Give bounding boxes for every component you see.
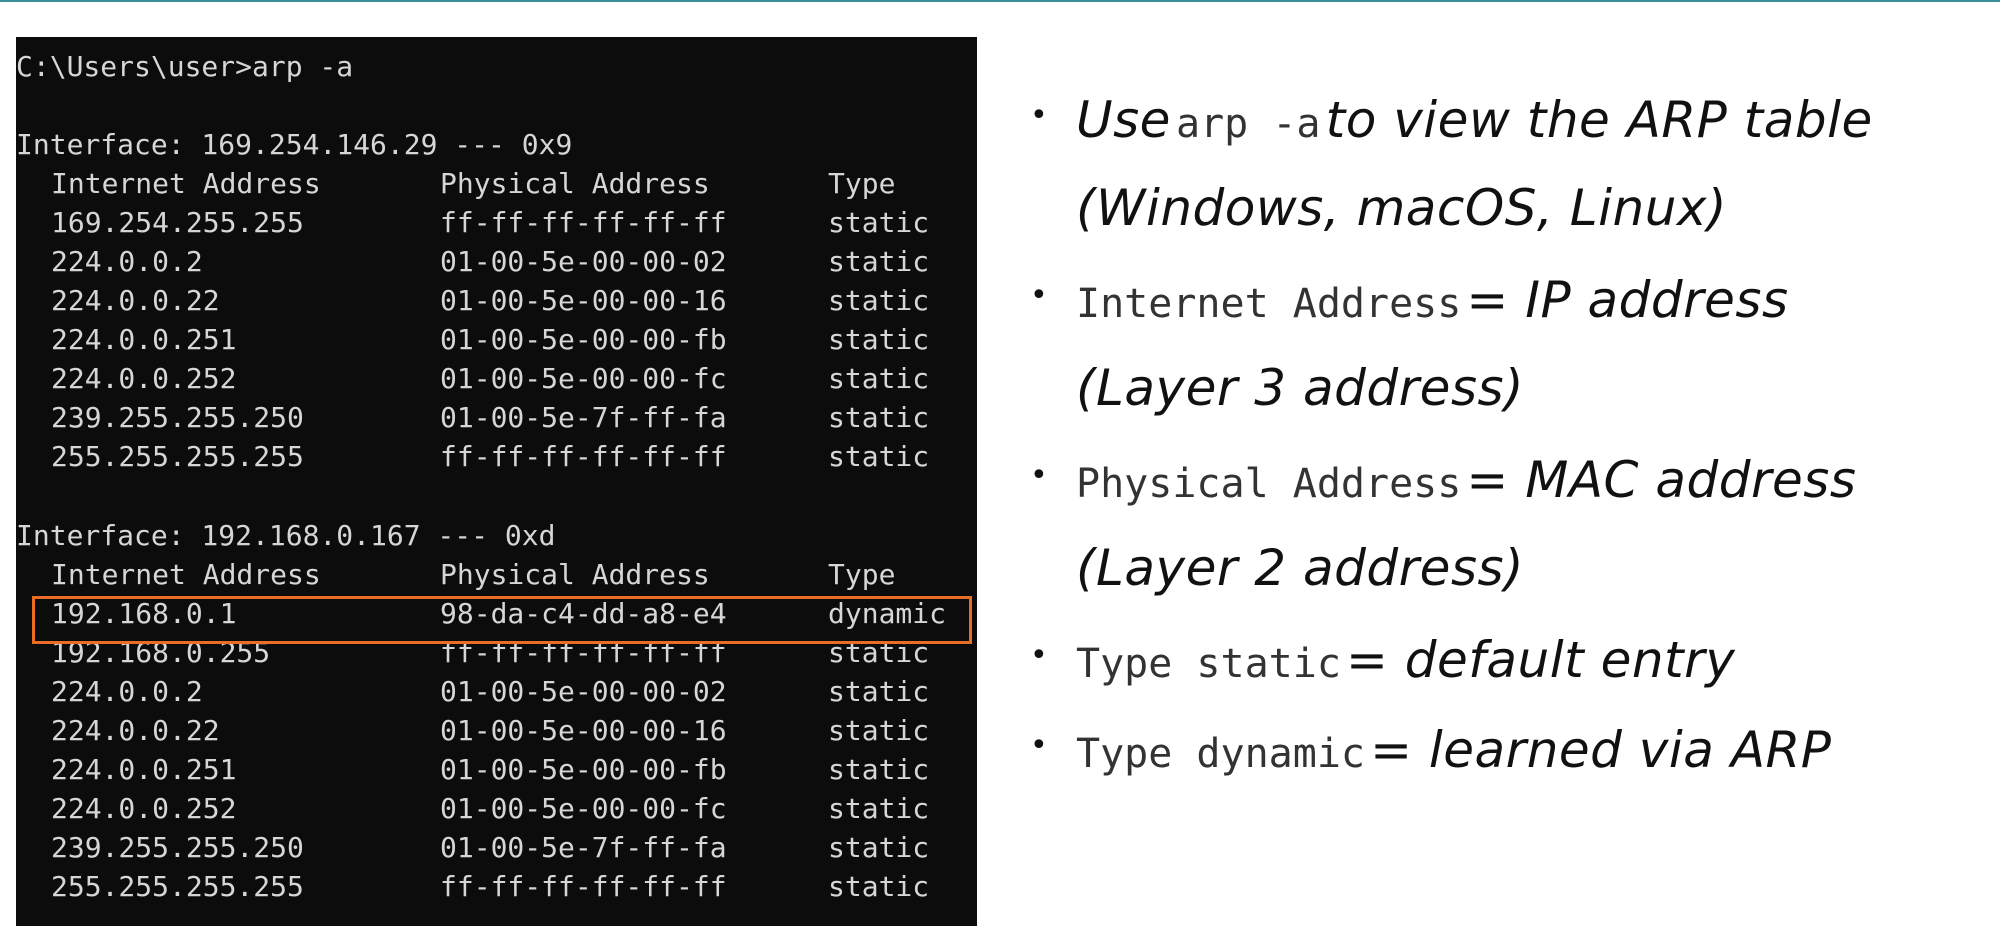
column-header-physical-address: Physical Address <box>440 167 710 200</box>
table-cell-type: static <box>828 245 930 278</box>
code-snippet: arp -a <box>1176 101 1321 147</box>
table-cell-ip: 224.0.0.251 <box>51 753 237 786</box>
table-cell-type: static <box>828 323 930 356</box>
code-snippet: Internet Address <box>1076 281 1462 327</box>
table-cell-mac: 01-00-5e-00-00-fb <box>440 753 727 786</box>
table-cell-mac: 01-00-5e-00-00-fc <box>440 792 727 825</box>
table-cell-ip: 224.0.0.251 <box>51 323 237 356</box>
code-snippet: Physical Address <box>1076 461 1462 507</box>
table-cell-mac: ff-ff-ff-ff-ff-ff <box>440 440 727 473</box>
table-cell-ip: 224.0.0.22 <box>51 284 220 317</box>
interface-header: Interface: 192.168.0.167 --- 0xd <box>16 519 556 552</box>
table-cell-ip: 224.0.0.252 <box>51 792 237 825</box>
table-cell-type: static <box>828 675 930 708</box>
dynamic-entry-highlight-box <box>32 596 972 644</box>
column-header-type: Type <box>828 558 896 591</box>
table-cell-mac: 01-00-5e-00-00-02 <box>440 675 727 708</box>
bullet-line: Use arp -a to view the ARP table <box>1076 80 1873 160</box>
table-cell-mac: 01-00-5e-00-00-16 <box>440 714 727 747</box>
table-cell-mac: ff-ff-ff-ff-ff-ff <box>440 870 727 903</box>
terminal-window: C:\Users\user>arp -a Interface: 169.254.… <box>16 37 977 926</box>
interface-header: Interface: 169.254.146.29 --- 0x9 <box>16 128 573 161</box>
table-cell-mac: 01-00-5e-7f-ff-fa <box>440 401 727 434</box>
table-cell-type: static <box>828 206 930 239</box>
table-cell-ip: 239.255.255.250 <box>51 401 304 434</box>
bullet-dot-icon: • <box>1030 278 1048 313</box>
command-prompt: C:\Users\user>arp -a <box>16 50 354 83</box>
table-cell-mac: 01-00-5e-00-00-fc <box>440 362 727 395</box>
table-cell-mac: 01-00-5e-00-00-16 <box>440 284 727 317</box>
bullet-line: (Layer 3 address) <box>1076 359 1525 417</box>
table-cell-ip: 192.168.0.1 <box>51 597 237 630</box>
table-cell-type: dynamic <box>828 597 947 630</box>
code-snippet: Type dynamic <box>1076 731 1365 777</box>
bullet-line: Type static = default entry <box>1076 620 1735 700</box>
table-cell-mac: 01-00-5e-00-00-02 <box>440 245 727 278</box>
column-header-physical-address: Physical Address <box>440 558 710 591</box>
bullet-text: = MAC address <box>1466 451 1857 509</box>
column-header-type: Type <box>828 167 896 200</box>
table-cell-mac: 01-00-5e-00-00-fb <box>440 323 727 356</box>
bullet-list: • Use arp -a to view the ARP table (Wind… <box>1030 80 1990 800</box>
table-cell-ip: 255.255.255.255 <box>51 440 304 473</box>
table-cell-ip: 255.255.255.255 <box>51 870 304 903</box>
bullet-dot-icon: • <box>1030 728 1048 763</box>
table-cell-type: static <box>828 714 930 747</box>
bullet-text: to view the ARP table <box>1325 91 1873 149</box>
table-cell-type: static <box>828 792 930 825</box>
table-cell-type: static <box>828 401 930 434</box>
bullet-text: Use <box>1076 91 1171 149</box>
bullet-dot-icon: • <box>1030 638 1048 673</box>
bullet-dot-icon: • <box>1030 458 1048 493</box>
bullet-line: (Windows, macOS, Linux) <box>1076 179 1728 237</box>
table-cell-type: static <box>828 831 930 864</box>
table-cell-ip: 224.0.0.252 <box>51 362 237 395</box>
bullet-line: Type dynamic = learned via ARP <box>1076 710 1831 790</box>
table-cell-ip: 224.0.0.22 <box>51 714 220 747</box>
code-snippet: Type static <box>1076 641 1341 687</box>
table-cell-type: static <box>828 753 930 786</box>
table-cell-ip: 169.254.255.255 <box>51 206 304 239</box>
table-cell-mac: 98-da-c4-dd-a8-e4 <box>440 597 727 630</box>
table-cell-type: static <box>828 870 930 903</box>
table-cell-type: static <box>828 440 930 473</box>
table-cell-ip: 239.255.255.250 <box>51 831 304 864</box>
table-cell-ip: 224.0.0.2 <box>51 245 203 278</box>
table-cell-mac: 01-00-5e-7f-ff-fa <box>440 831 727 864</box>
bullet-line: Internet Address = IP address <box>1076 260 1789 340</box>
table-cell-type: static <box>828 362 930 395</box>
table-cell-mac: ff-ff-ff-ff-ff-ff <box>440 206 727 239</box>
bullet-line: Physical Address = MAC address <box>1076 440 1856 520</box>
bullet-text: = default entry <box>1346 631 1736 689</box>
column-header-internet-address: Internet Address <box>51 558 321 591</box>
bullet-line: (Layer 2 address) <box>1076 539 1525 597</box>
bullet-text: = learned via ARP <box>1370 721 1832 779</box>
bullet-text: = IP address <box>1466 271 1789 329</box>
top-accent-rule <box>0 0 2000 2</box>
table-cell-type: static <box>828 284 930 317</box>
table-cell-ip: 224.0.0.2 <box>51 675 203 708</box>
column-header-internet-address: Internet Address <box>51 167 321 200</box>
bullet-dot-icon: • <box>1030 98 1048 133</box>
